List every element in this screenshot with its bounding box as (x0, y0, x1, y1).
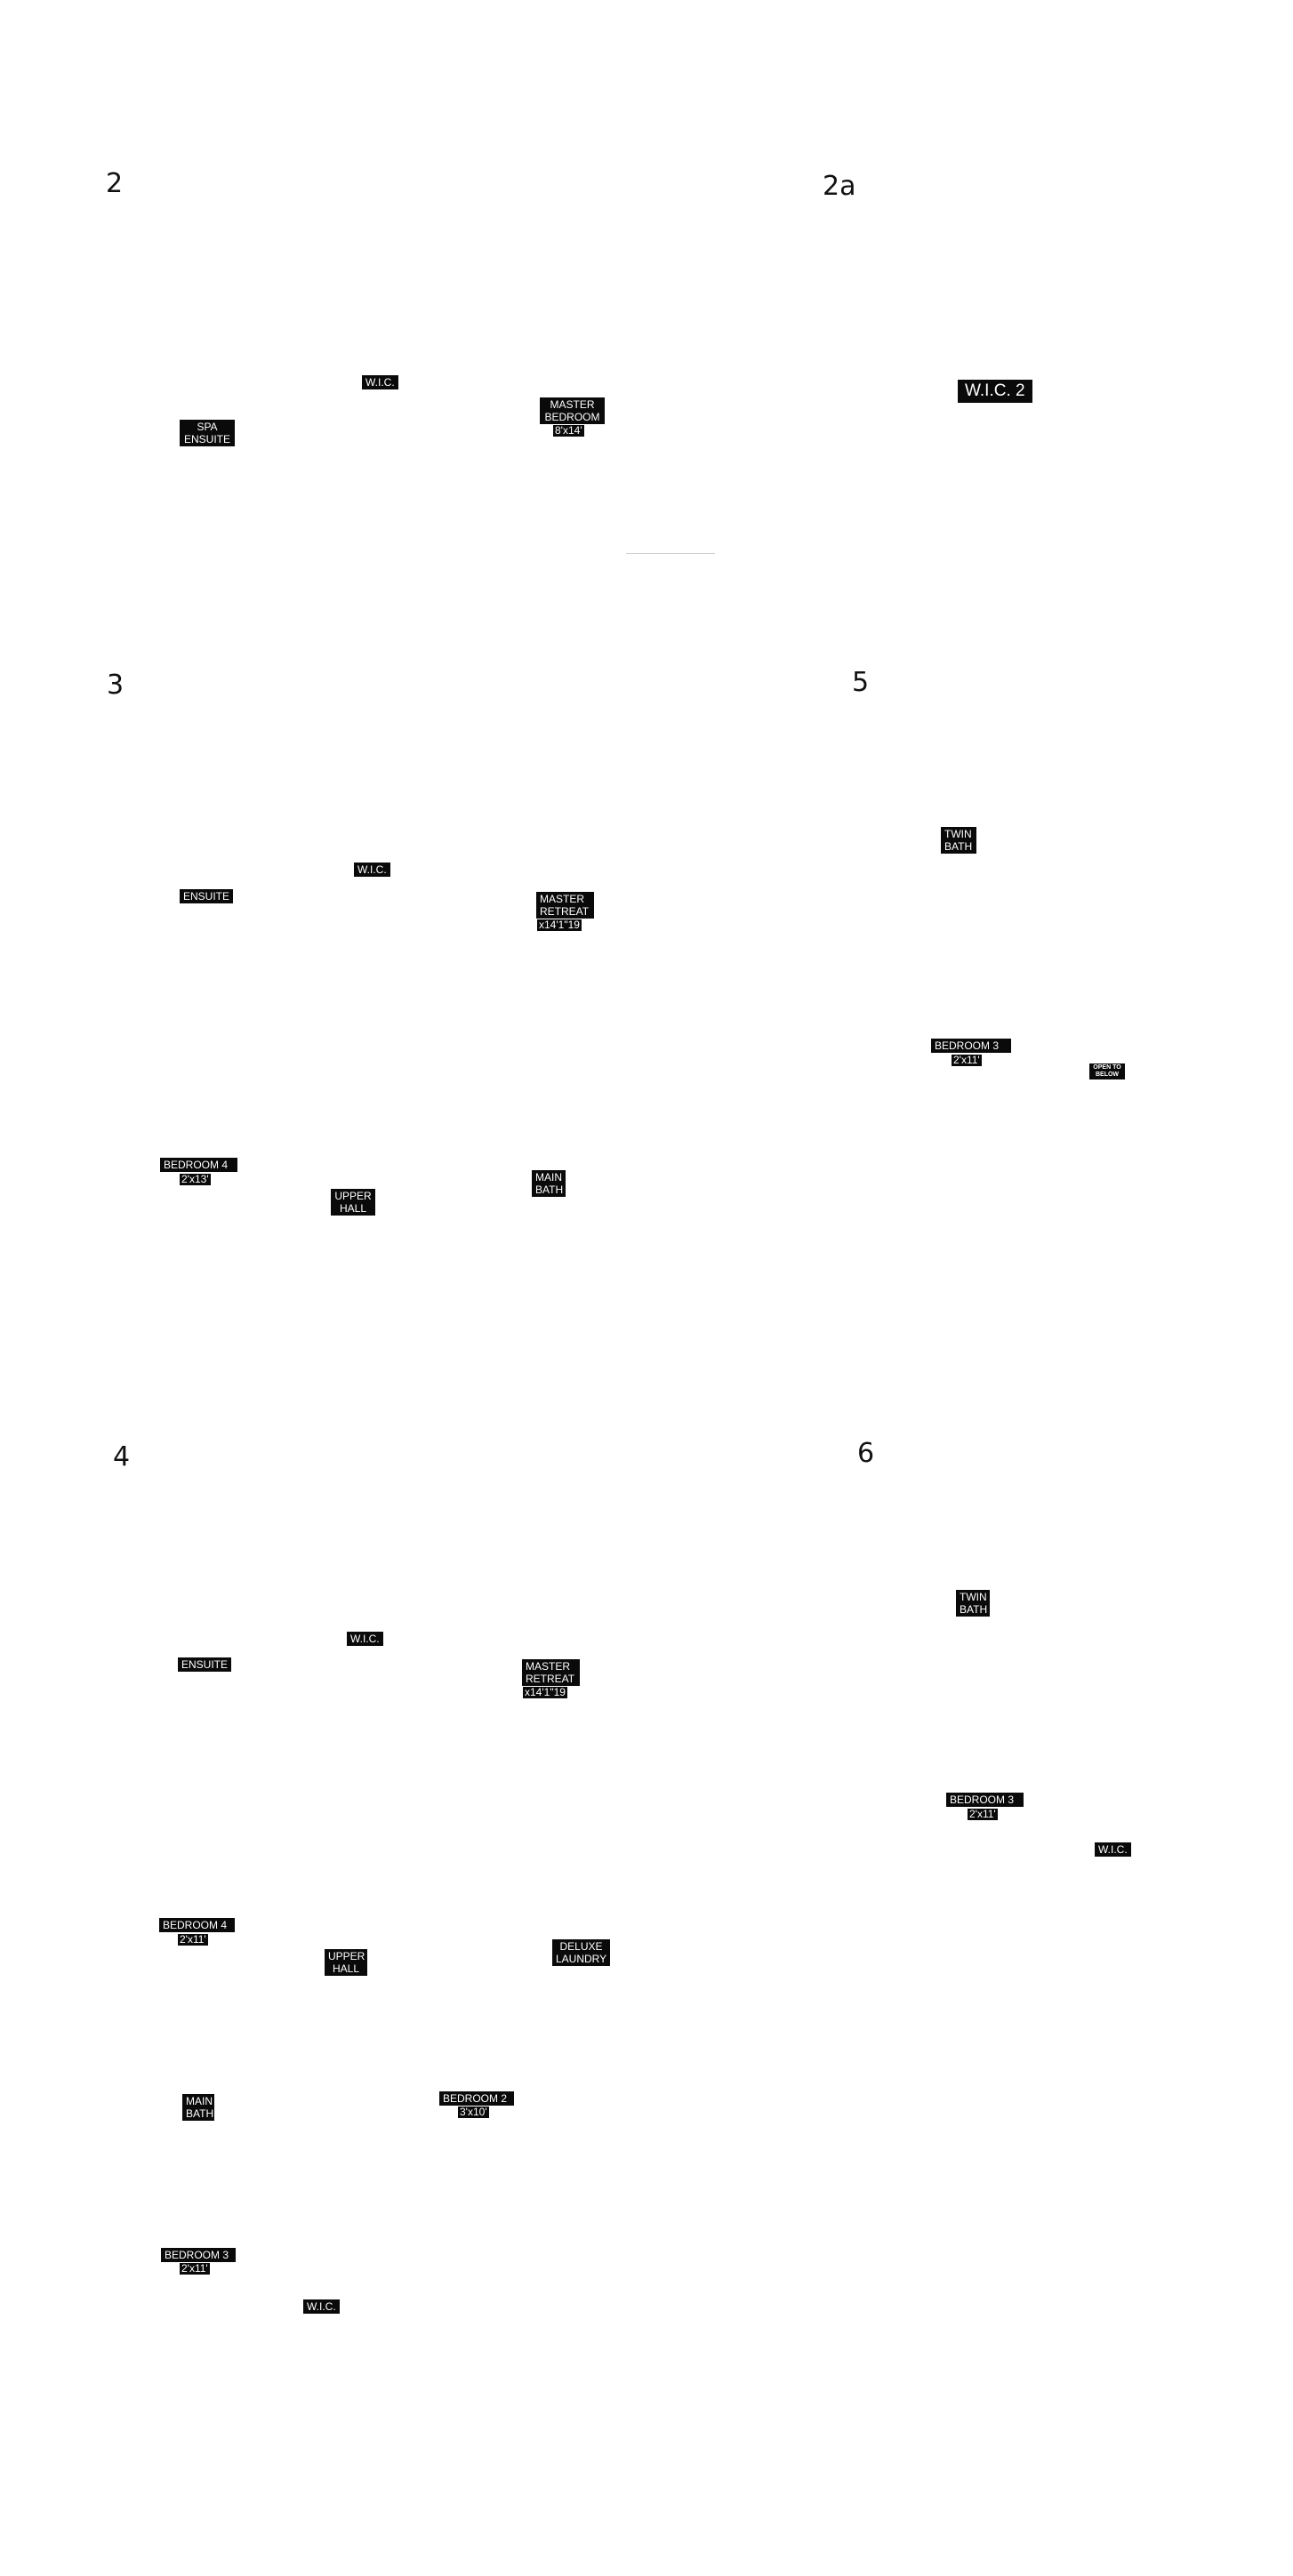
section-2a-number: 2a (823, 171, 856, 202)
s3-bedroom4-label: BEDROOM 4 (160, 1158, 237, 1172)
s4-hall-line2: HALL (332, 1962, 360, 1975)
s5-twin-bath-label: TWIN BATH (941, 827, 976, 854)
s4-retreat-dimension: x14'1"19 (523, 1686, 567, 1698)
s3-retreat-line2: RETREAT (540, 905, 590, 918)
s3-bath-line1: MAIN (535, 1171, 562, 1184)
section-4-number: 4 (113, 1441, 131, 1473)
s2-spa-ensuite-label: SPA ENSUITE (180, 420, 235, 446)
s4-hall-line1: UPPER (328, 1950, 365, 1962)
s5-open-line1: OPEN TO (1093, 1064, 1121, 1071)
s4-deluxe-laundry-label: DELUXE LAUNDRY (552, 1939, 610, 1966)
s4-bedroom3-label: BEDROOM 3 (161, 2248, 236, 2262)
s3-bedroom4-dimension: 2'x13' (180, 1173, 211, 1185)
s5-bedroom3-label: BEDROOM 3 (931, 1039, 1011, 1053)
s4-bath-line1: MAIN (186, 2095, 213, 2107)
s4-laundry-line1: DELUXE (559, 1940, 603, 1953)
s3-hall-line1: UPPER (334, 1190, 372, 1202)
s6-wic-label: W.I.C. (1095, 1842, 1131, 1857)
s3-main-bath-label: MAIN BATH (532, 1170, 566, 1197)
s3-retreat-dimension: x14'1"19 (537, 919, 582, 931)
s5-bedroom3-dimension: 2'x11' (952, 1054, 982, 1066)
s2-master-line1: MASTER (550, 398, 595, 411)
section-3-number: 3 (107, 670, 124, 701)
s6-bedroom3-label: BEDROOM 3 (946, 1793, 1024, 1807)
section-divider (626, 553, 715, 554)
s4-bath-line2: BATH (186, 2107, 214, 2120)
s4-ensuite-label: ENSUITE (178, 1657, 231, 1672)
s3-hall-line2: HALL (339, 1202, 367, 1215)
s2-master-line2: BEDROOM (544, 411, 600, 423)
s6-twin-bath-label: TWIN BATH (956, 1590, 990, 1617)
s5-twin-line1: TWIN (944, 828, 972, 840)
s4-master-retreat-label: MASTER RETREAT (522, 1659, 580, 1686)
s4-bedroom3-dimension: 2'x11' (180, 2262, 210, 2275)
s6-bedroom3-dimension: 2'x11' (968, 1808, 998, 1820)
s4-bedroom2-label: BEDROOM 2 (439, 2091, 514, 2106)
s4-bedroom4-label: BEDROOM 4 (159, 1918, 235, 1932)
s3-upper-hall-label: UPPER HALL (331, 1189, 375, 1216)
s6-twin-line1: TWIN (960, 1591, 987, 1603)
s3-bath-line2: BATH (535, 1184, 564, 1196)
s2-wic-label: W.I.C. (362, 375, 398, 389)
s4-bedroom2-dimension: 3'x10' (458, 2106, 489, 2118)
s4-wic2-label: W.I.C. (303, 2299, 340, 2314)
s6-twin-line2: BATH (960, 1603, 988, 1616)
s2-spa-line1: SPA (197, 421, 218, 433)
s2-master-bedroom-label: MASTER BEDROOM (540, 397, 605, 424)
s3-ensuite-label: ENSUITE (180, 889, 233, 903)
s4-upper-hall-label: UPPER HALL (325, 1949, 367, 1976)
s3-master-retreat-label: MASTER RETREAT (536, 892, 594, 919)
s4-bedroom4-dimension: 2'x11' (178, 1933, 208, 1946)
s5-open-below-label: OPEN TO BELOW (1089, 1063, 1125, 1079)
s4-main-bath-label: MAIN BATH (182, 2094, 214, 2121)
s4-laundry-line2: LAUNDRY (556, 1953, 607, 1965)
s4-retreat-line1: MASTER (526, 1660, 571, 1673)
s3-retreat-line1: MASTER (540, 893, 585, 905)
s4-retreat-line2: RETREAT (526, 1673, 575, 1685)
section-2-number: 2 (106, 168, 124, 199)
section-6-number: 6 (857, 1438, 875, 1469)
s3-wic-label: W.I.C. (354, 863, 390, 877)
s2a-wic2-label: W.I.C. 2 (958, 380, 1032, 403)
s2-spa-line2: ENSUITE (183, 433, 230, 445)
s2-master-dimension: 8'x14' (553, 424, 584, 437)
section-5-number: 5 (852, 667, 870, 698)
s5-open-line2: BELOW (1095, 1071, 1120, 1078)
s4-wic-label: W.I.C. (347, 1632, 383, 1646)
s5-twin-line2: BATH (944, 840, 973, 853)
